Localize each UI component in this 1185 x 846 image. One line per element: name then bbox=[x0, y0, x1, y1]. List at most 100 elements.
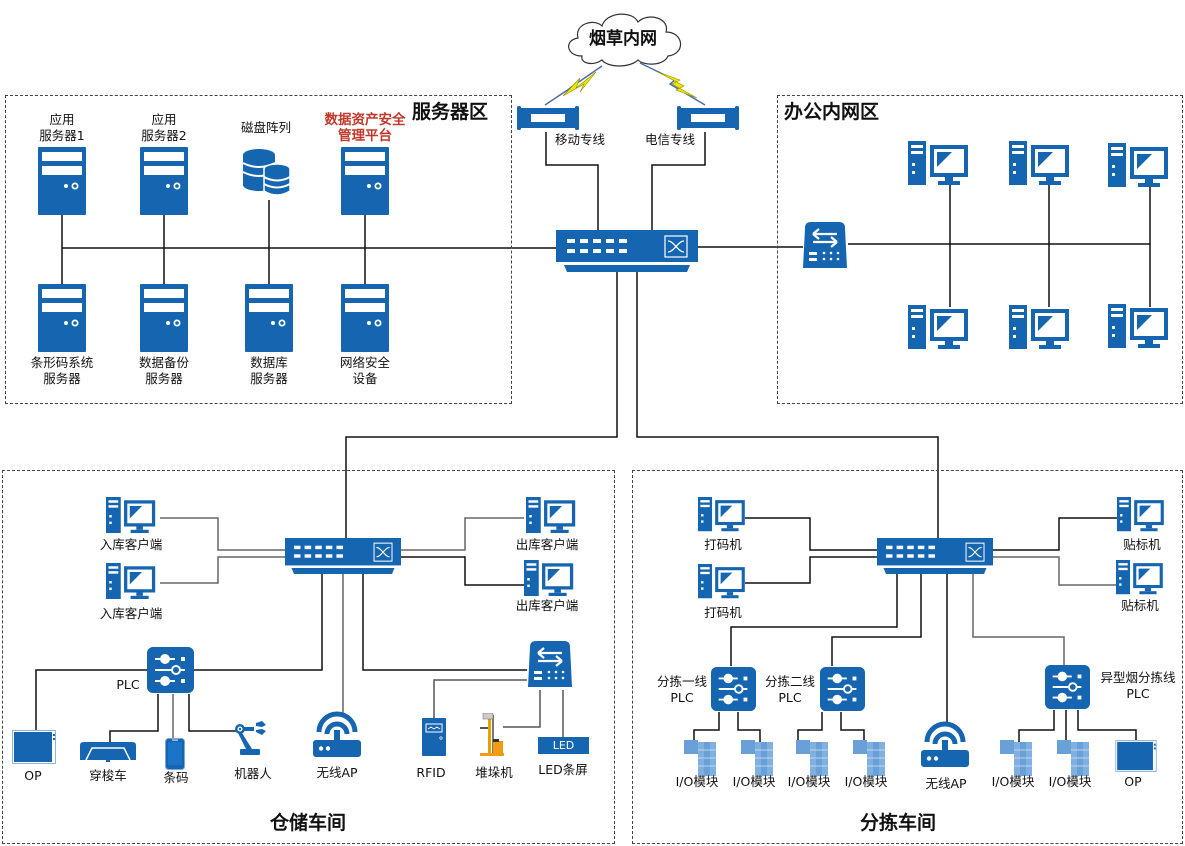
server-bottom-label-line: 数据库 bbox=[250, 355, 288, 370]
core-switch[interactable] bbox=[556, 230, 698, 272]
plc-icon bbox=[147, 647, 194, 693]
warehouse-barcode[interactable] bbox=[165, 738, 185, 770]
warehouse-op-label: OP bbox=[24, 768, 42, 783]
warehouse-client-label: 出库客户端 bbox=[515, 537, 579, 552]
warehouse-client-pc[interactable] bbox=[526, 497, 577, 534]
sorting-client-pc[interactable] bbox=[698, 497, 746, 532]
server-top-node[interactable] bbox=[140, 147, 188, 215]
warehouse-wireless-ap[interactable] bbox=[312, 710, 362, 758]
plc-icon bbox=[820, 666, 865, 712]
uplink-telecom[interactable] bbox=[675, 103, 741, 133]
office-pc[interactable] bbox=[908, 141, 970, 185]
server-bottom-label-line: 服务器 bbox=[145, 371, 183, 386]
server-icon bbox=[245, 284, 293, 352]
rfid-reader-icon bbox=[422, 718, 446, 756]
server-bottom-node[interactable] bbox=[245, 284, 293, 352]
io-module-icon bbox=[741, 740, 773, 776]
sorting-plc[interactable] bbox=[820, 666, 865, 712]
desktop-pc-icon bbox=[1009, 305, 1069, 349]
warehouse-stacker[interactable] bbox=[478, 713, 504, 757]
warehouse-zone-title: 仓储车间 bbox=[270, 812, 347, 834]
io-module-icon bbox=[853, 740, 885, 776]
server-icon bbox=[341, 284, 389, 352]
uplink-mobile[interactable] bbox=[515, 103, 581, 133]
office-pc[interactable] bbox=[1108, 143, 1170, 187]
warehouse-client-pc[interactable] bbox=[106, 563, 157, 600]
cloud-label: 烟草内网 bbox=[589, 29, 657, 49]
server-bottom-node[interactable] bbox=[38, 284, 86, 352]
router-icon bbox=[803, 222, 847, 268]
server-bottom-label-line: 服务器 bbox=[43, 371, 81, 386]
sorting-switch[interactable] bbox=[877, 538, 993, 574]
io-module-label: I/O模块 bbox=[675, 774, 719, 789]
desktop-pc-icon bbox=[526, 497, 576, 534]
server-bottom-label-line: 数据备份 bbox=[138, 355, 190, 370]
server-bottom-label: 数据备份服务器 bbox=[139, 355, 189, 387]
server-top-node[interactable] bbox=[38, 147, 86, 215]
office-pc[interactable] bbox=[1009, 141, 1071, 185]
sorting-client-label: 贴标机 bbox=[1123, 537, 1161, 552]
cloud-tobacco-intranet[interactable] bbox=[560, 8, 690, 68]
server-top-label: 应用服务器1 bbox=[39, 112, 84, 144]
io-module[interactable] bbox=[741, 740, 775, 776]
server-bottom-node[interactable] bbox=[140, 284, 188, 352]
sorting-plc[interactable] bbox=[711, 666, 756, 712]
io-module[interactable] bbox=[1000, 740, 1034, 776]
warehouse-op-panel[interactable] bbox=[12, 730, 56, 764]
warehouse-switch[interactable] bbox=[285, 538, 401, 574]
core-to-sorting-line bbox=[636, 272, 939, 538]
office-pc[interactable] bbox=[1009, 305, 1071, 349]
server-bottom-node[interactable] bbox=[341, 284, 389, 352]
warehouse-barcode-label: 条码 bbox=[163, 770, 189, 785]
desktop-pc-icon bbox=[698, 497, 745, 532]
sorting-client-label: 打码机 bbox=[704, 605, 742, 620]
sorting-plc[interactable] bbox=[1045, 664, 1090, 710]
office-router[interactable] bbox=[801, 222, 849, 270]
server-top-label-line: 服务器1 bbox=[39, 128, 85, 143]
server-bottom-label: 数据库服务器 bbox=[250, 355, 288, 387]
io-module-icon bbox=[796, 740, 828, 776]
sorting-op-panel[interactable] bbox=[1115, 740, 1157, 772]
sorting-client-pc[interactable] bbox=[698, 564, 746, 599]
warehouse-client-label: 入库客户端 bbox=[99, 606, 163, 621]
warehouse-rfid[interactable] bbox=[422, 718, 446, 756]
warehouse-client-pc[interactable] bbox=[524, 560, 575, 597]
sorting-zone-title: 分拣车间 bbox=[860, 812, 937, 834]
warehouse-client-pc[interactable] bbox=[106, 497, 157, 534]
desktop-pc-icon bbox=[1116, 560, 1163, 595]
sorting-wireless-ap[interactable] bbox=[920, 720, 970, 768]
server-top-label-line: 服务器2 bbox=[141, 128, 187, 143]
warehouse-led-screen[interactable]: LED bbox=[538, 737, 589, 754]
wireless-ap-icon bbox=[921, 721, 969, 767]
warehouse-plc[interactable] bbox=[147, 647, 194, 693]
sorting-client-pc[interactable] bbox=[1116, 560, 1164, 595]
core-to-warehouse-line bbox=[345, 272, 618, 538]
warehouse-shuttle-car[interactable] bbox=[78, 742, 138, 762]
warehouse-router[interactable] bbox=[526, 641, 574, 689]
office-pc[interactable] bbox=[1108, 304, 1170, 348]
desktop-pc-icon bbox=[1108, 143, 1168, 187]
server-bottom-label-line: 条形码系统 bbox=[30, 355, 94, 370]
server-top-node[interactable] bbox=[241, 147, 291, 197]
io-module[interactable] bbox=[796, 740, 830, 776]
io-module[interactable] bbox=[684, 740, 718, 776]
io-module[interactable] bbox=[1057, 740, 1091, 776]
disk-array-icon bbox=[242, 149, 291, 196]
server-icon bbox=[38, 147, 86, 215]
server-top-node[interactable] bbox=[341, 147, 389, 215]
sorting-plc-label-line: PLC bbox=[1126, 686, 1150, 701]
desktop-pc-icon bbox=[908, 305, 968, 349]
warehouse-rfid-label: RFID bbox=[416, 765, 446, 780]
lightning-icon bbox=[657, 71, 698, 99]
sorting-client-pc[interactable] bbox=[1117, 497, 1165, 532]
office-pc[interactable] bbox=[908, 305, 970, 349]
io-module-label: I/O模块 bbox=[787, 774, 831, 789]
warehouse-client-label: 出库客户端 bbox=[515, 598, 579, 613]
io-module[interactable] bbox=[853, 740, 887, 776]
warehouse-robot[interactable] bbox=[232, 721, 272, 757]
warehouse-led-label: LED条屏 bbox=[538, 762, 588, 777]
desktop-pc-icon bbox=[106, 563, 156, 600]
warehouse-zone bbox=[2, 470, 615, 844]
desktop-pc-icon bbox=[698, 564, 745, 599]
